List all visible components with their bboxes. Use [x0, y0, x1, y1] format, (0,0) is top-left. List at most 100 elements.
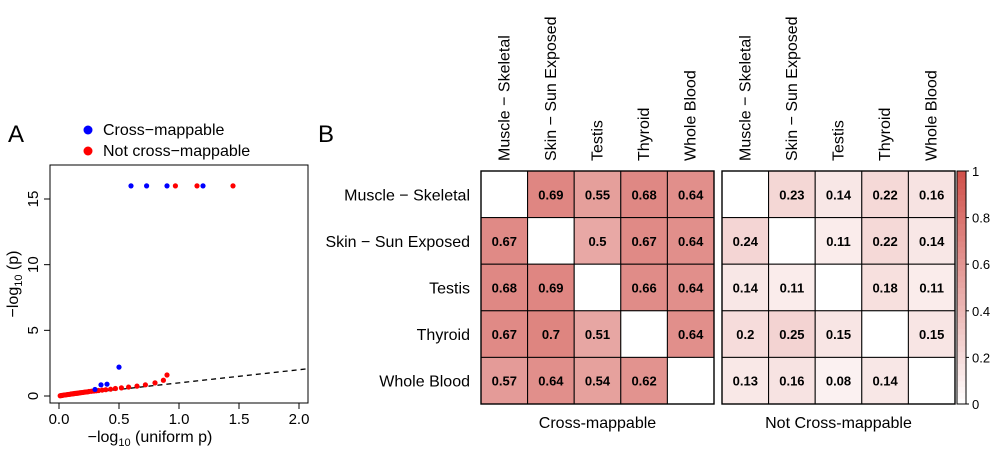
colorbar-segment [957, 334, 966, 341]
heatmap-cell [721, 356, 770, 405]
colorbar-segment [957, 281, 966, 289]
colorbar-segment [957, 386, 966, 393]
heatmap-title: Not Cross-mappable [765, 415, 912, 432]
data-point [98, 382, 104, 388]
y-axis-label: −log10 (p) [5, 251, 25, 318]
heatmap-cell [814, 263, 863, 312]
data-point [144, 183, 150, 189]
colorbar-segment [957, 223, 966, 230]
heatmap-cell [620, 170, 668, 219]
heatmap-cell [480, 356, 529, 405]
x-axis-label: −log10 (uniform p) [88, 429, 213, 449]
colorbar-tick-label: 0.2 [972, 350, 990, 365]
data-point [194, 183, 200, 189]
cell-value: 0.11 [919, 281, 944, 296]
cell-value: 0.64 [678, 187, 704, 202]
colorbar-segment [957, 270, 966, 277]
x-tick-label: 0.0 [49, 411, 70, 428]
heatmap-cell [666, 356, 715, 405]
cell-value: 0.68 [631, 187, 656, 202]
colorbar-segment [957, 182, 966, 190]
cell-value: 0.14 [919, 234, 945, 249]
heatmap-cell [861, 310, 909, 358]
data-point [134, 383, 140, 389]
column-label: Testis [590, 120, 607, 161]
data-point [128, 183, 134, 189]
heatmap-cell [768, 310, 816, 358]
cell-value: 0.66 [631, 281, 656, 296]
colorbar-tick-label: 1 [972, 164, 979, 179]
cell-value: 0.22 [872, 234, 897, 249]
heatmap-cell [768, 217, 816, 265]
data-point [200, 183, 206, 189]
colorbar-segment [957, 176, 966, 184]
x-tick-label: 1.0 [169, 411, 190, 428]
data-point [116, 364, 122, 370]
data-point [152, 380, 158, 386]
cell-value: 0.15 [919, 327, 944, 342]
colorbar-segment [957, 392, 966, 399]
heatmap-border [721, 170, 956, 405]
cell-value: 0.14 [733, 281, 759, 296]
cell-value: 0.57 [492, 374, 517, 389]
colorbar-segment [957, 252, 966, 259]
cell-value: 0.64 [678, 281, 704, 296]
data-point [160, 377, 166, 383]
colorbar-segment [957, 339, 966, 347]
cell-value: 0.11 [780, 281, 805, 296]
colorbar-segment [957, 380, 966, 388]
colorbar-frame [956, 170, 967, 405]
heatmap-cell [527, 356, 575, 405]
column-label: Muscle − Skeletal [496, 35, 513, 161]
colorbar-segment [957, 171, 966, 178]
heatmap-cell [814, 310, 863, 358]
legend-label: Cross−mappable [103, 122, 225, 139]
colorbar-tick-label: 0.6 [972, 257, 990, 272]
colorbar-segment [957, 258, 966, 265]
row-label: Muscle − Skeletal [344, 187, 470, 204]
cell-value: 0.54 [585, 374, 611, 389]
heatmap-cell [480, 170, 529, 219]
x-tick-label: 0.5 [109, 411, 130, 428]
cell-value: 0.68 [492, 281, 517, 296]
heatmap-cell [666, 170, 715, 219]
colorbar-segment [957, 304, 966, 312]
colorbar-segment [957, 293, 966, 300]
colorbar-segment [957, 316, 966, 324]
heatmap-cell [814, 170, 863, 219]
heatmap-cell [907, 356, 956, 405]
heatmap-cell [480, 310, 529, 358]
cell-value: 0.2 [736, 327, 754, 342]
cell-value: 0.67 [631, 234, 656, 249]
heatmap-cell [861, 263, 909, 312]
cell-value: 0.23 [779, 187, 804, 202]
data-point [118, 385, 124, 391]
cell-value: 0.69 [538, 281, 563, 296]
row-label: Whole Blood [379, 374, 470, 391]
cell-value: 0.62 [631, 374, 656, 389]
heatmap-cell [480, 217, 529, 265]
colorbar-segment [957, 211, 966, 219]
colorbar-segment [957, 328, 966, 335]
legend-marker [83, 146, 93, 156]
cell-value: 0.14 [872, 374, 898, 389]
heatmap-cell [907, 310, 956, 358]
heatmap-cell [721, 170, 770, 219]
cell-value: 0.55 [585, 187, 610, 202]
colorbar: 00.20.40.60.81 [956, 164, 990, 412]
data-point [164, 183, 170, 189]
qq-plot-frame [49, 164, 309, 404]
cell-value: 0.08 [826, 374, 851, 389]
heatmap-cell [573, 170, 622, 219]
column-label: Muscle − Skeletal [737, 35, 754, 161]
colorbar-segment [957, 229, 966, 236]
heatmap-border [480, 170, 715, 405]
cell-value: 0.16 [919, 187, 944, 202]
colorbar-segment [957, 194, 966, 201]
cell-value: 0.15 [826, 327, 851, 342]
cell-value: 0.25 [779, 327, 804, 342]
